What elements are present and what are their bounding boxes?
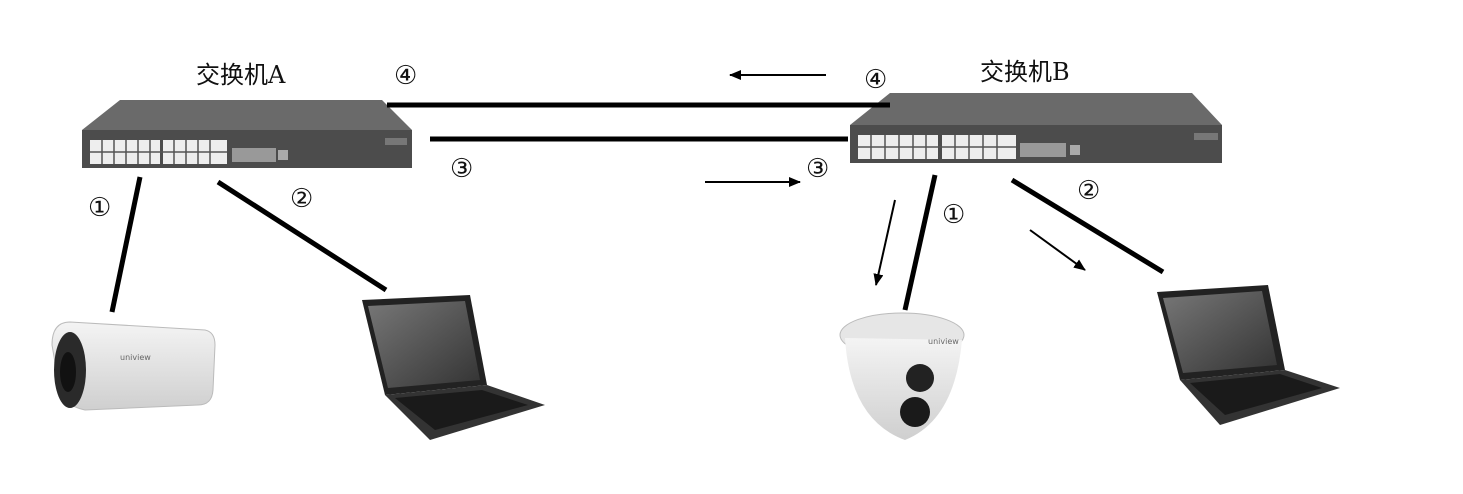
dome-camera: uniview bbox=[839, 312, 965, 440]
laptop-b bbox=[1157, 285, 1340, 425]
arrow-down-right-icon bbox=[1029, 229, 1086, 271]
marker-3-b: ③ bbox=[806, 154, 829, 184]
marker-4-a: ④ bbox=[394, 61, 417, 91]
switch-b-label: 交换机B bbox=[980, 58, 1070, 86]
b-laptop-cable bbox=[1010, 177, 1165, 275]
svg-text:uniview: uniview bbox=[120, 353, 151, 362]
bullet-camera: uniview bbox=[51, 321, 216, 411]
marker-1-b: ① bbox=[942, 200, 965, 230]
switch-a-label: 交换机A bbox=[196, 61, 286, 89]
marker-3-a: ③ bbox=[450, 154, 473, 184]
marker-4-b: ④ bbox=[864, 65, 887, 95]
marker-2-a: ② bbox=[290, 184, 313, 214]
svg-text:uniview: uniview bbox=[928, 337, 959, 346]
a-laptop-cable bbox=[216, 179, 388, 293]
arrow-down-icon bbox=[873, 199, 896, 286]
marker-1-a: ① bbox=[88, 193, 111, 223]
switch-a: 交换机A bbox=[82, 61, 412, 168]
switch-b: 交换机B bbox=[850, 58, 1222, 163]
laptop-a bbox=[362, 295, 545, 440]
marker-2-b: ② bbox=[1077, 176, 1100, 206]
b-camera-cable bbox=[902, 174, 938, 311]
a-camera-cable bbox=[109, 176, 143, 313]
